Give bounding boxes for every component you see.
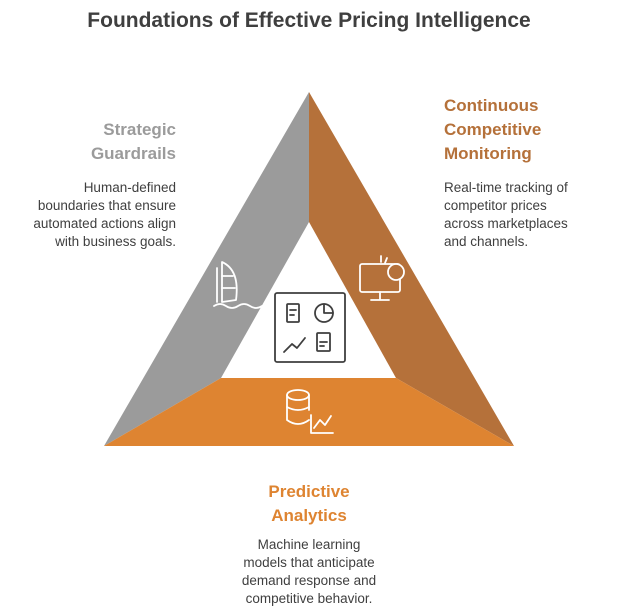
predictive-analytics-segment [104,378,514,446]
competitive-monitoring-segment [309,92,514,446]
dashboard-icon [274,292,346,363]
database-chart-icon [286,389,334,434]
strategic-guardrails-heading: Strategic Guardrails [90,120,176,163]
monitor-icon [359,255,405,301]
diagram-title: Foundations of Effective Pricing Intelli… [87,9,531,32]
predictive-analytics-description: Machine learning models that anticipate … [241,537,377,606]
competitive-monitoring-heading: Continuous Competitive Monitoring [444,96,542,163]
competitive-monitoring-description: Real-time tracking of competitor prices … [444,180,568,249]
predictive-analytics-heading: Predictive Analytics [268,482,350,525]
strategic-guardrails-description: Human-defined boundaries that ensure aut… [33,180,176,249]
strategic-guardrails-segment [104,92,309,446]
sailboat-icon [213,261,263,309]
